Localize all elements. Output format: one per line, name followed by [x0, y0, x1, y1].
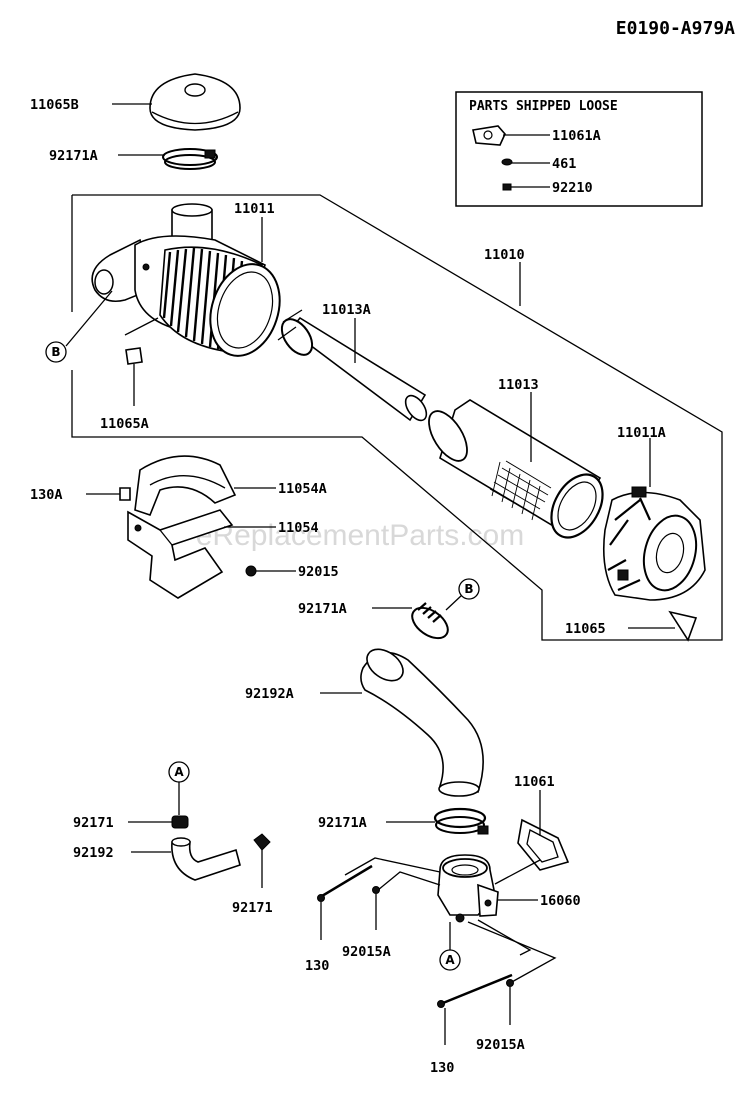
loose-box-title: PARTS SHIPPED LOOSE: [469, 99, 618, 114]
intake-hose-part: [360, 648, 484, 797]
small-hose-part: [171, 837, 241, 881]
bolt-130-upper-part: [317, 864, 373, 902]
callout-16060[interactable]: 16060: [540, 893, 581, 909]
watermark-text: eReplacementParts.com: [196, 519, 524, 552]
callout-92171-upper[interactable]: 92171: [73, 815, 114, 831]
nut-11065A-part: [125, 347, 143, 365]
callout-92015A-upper[interactable]: 92015A: [342, 944, 391, 960]
svg-text:B: B: [464, 582, 473, 596]
bolt-130A-part: [119, 487, 131, 501]
bolt-130-lower-part: [437, 973, 513, 1008]
rain-cap-part: [149, 73, 241, 131]
loose-item-11061A[interactable]: 11061A: [552, 128, 601, 144]
callout-92015A-lower[interactable]: 92015A: [476, 1037, 525, 1053]
callout-11054A[interactable]: 11054A: [278, 481, 327, 497]
callout-11013[interactable]: 11013: [498, 377, 539, 393]
vacuator-valve-part: [668, 610, 698, 642]
hose-clamp-low-part: [433, 807, 489, 835]
callout-11061[interactable]: 11061: [514, 774, 555, 790]
callout-11065A[interactable]: 11065A: [100, 416, 149, 432]
callout-11054[interactable]: 11054: [278, 520, 319, 536]
air-cleaner-cover-part: [602, 486, 706, 601]
diagram-code: E0190-A979A: [616, 18, 735, 39]
callout-92192A[interactable]: 92192A: [245, 686, 294, 702]
nut-92015-part: [245, 565, 257, 577]
inner-filter-element-part: [277, 309, 428, 422]
parts-shipped-loose-box: PARTS SHIPPED LOOSE 11061A 461 92210: [455, 91, 703, 207]
callout-92171A-mid[interactable]: 92171A: [298, 601, 347, 617]
small-clamp-a-part: [171, 815, 189, 829]
loose-item-461[interactable]: 461: [552, 156, 576, 172]
nut-92015A-lower-part: [506, 979, 514, 987]
svg-text:A: A: [174, 765, 184, 779]
hose-clamp-mid-part: [411, 602, 449, 640]
callout-11013A[interactable]: 11013A: [322, 302, 371, 318]
intake-adapter-part: [437, 854, 499, 923]
callout-130-upper[interactable]: 130: [305, 958, 329, 974]
callout-11010[interactable]: 11010: [484, 247, 525, 263]
bracket-lower-part: [127, 509, 234, 599]
callout-130A[interactable]: 130A: [30, 487, 63, 503]
callout-11065[interactable]: 11065: [565, 621, 606, 637]
outer-filter-element-part: [428, 399, 604, 539]
hose-clamp-top-part: [162, 148, 218, 170]
callout-130-lower[interactable]: 130: [430, 1060, 454, 1076]
ref-marker-b-right: [458, 578, 480, 600]
washer-icon: [501, 158, 513, 166]
callout-92171A-top[interactable]: 92171A: [49, 148, 98, 164]
air-cleaner-housing-part: [91, 203, 281, 357]
callout-92192[interactable]: 92192: [73, 845, 114, 861]
callout-11011[interactable]: 11011: [234, 201, 275, 217]
callout-92171-lower[interactable]: 92171: [232, 900, 273, 916]
small-clamp-b-part: [253, 833, 271, 851]
gasket-part: [517, 818, 570, 871]
callout-11011A[interactable]: 11011A: [617, 425, 666, 441]
nut-icon: [502, 183, 512, 191]
ref-marker-b-left: [45, 341, 67, 363]
callout-11065B[interactable]: 11065B: [30, 97, 79, 113]
loose-item-92210[interactable]: 92210: [552, 180, 593, 196]
bracket-upper-part: [134, 455, 237, 516]
callout-92171A-low[interactable]: 92171A: [318, 815, 367, 831]
svg-text:B: B: [51, 345, 60, 359]
callout-92015[interactable]: 92015: [298, 564, 339, 580]
svg-text:A: A: [445, 953, 455, 967]
nut-92015A-upper-part: [372, 886, 380, 894]
ref-marker-a-bottom: [439, 949, 461, 971]
